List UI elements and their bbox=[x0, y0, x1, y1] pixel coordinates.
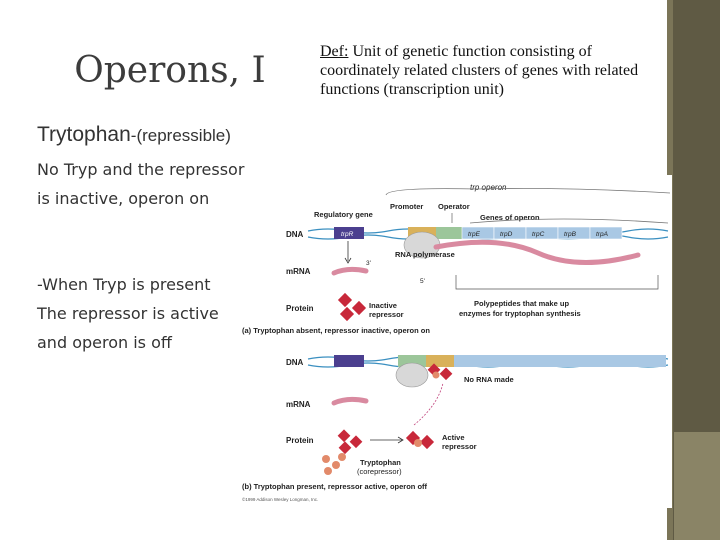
mrna-label-b: mRNA bbox=[286, 400, 311, 409]
protein-label-b: Protein bbox=[286, 436, 314, 445]
note-line-3: -When Tryp is present bbox=[37, 275, 211, 294]
polypeptides-label-2: enzymes for tryptophan synthesis bbox=[459, 309, 581, 318]
dna-label-b: DNA bbox=[286, 358, 304, 367]
operator-label: Operator bbox=[438, 202, 470, 211]
genes-bracket bbox=[469, 218, 669, 224]
active-repressor-label-2: repressor bbox=[442, 442, 477, 451]
inactive-repressor-label-2: repressor bbox=[369, 310, 404, 319]
mrna-label-a: mRNA bbox=[286, 267, 311, 276]
operator-box-b bbox=[426, 355, 454, 367]
gene-label-trpC: trpC bbox=[532, 231, 545, 238]
note-line-4: The repressor is active bbox=[37, 304, 219, 323]
trp-operon-label: trp operon bbox=[470, 183, 507, 192]
dna-label-a: DNA bbox=[286, 230, 304, 239]
inactive-repressor-label-1: Inactive bbox=[369, 301, 397, 310]
trp-operon-diagram: trp operon Promoter Operator Regulatory … bbox=[242, 183, 671, 502]
genes-of-operon-label: Genes of operon bbox=[480, 213, 540, 222]
gene-label-trpA: trpA bbox=[596, 231, 608, 238]
polypeptide-arrows-bar bbox=[455, 275, 659, 290]
subtitle-main: Trytophan bbox=[37, 123, 131, 146]
operator-box-a bbox=[436, 227, 462, 239]
rna-polymerase-b bbox=[395, 362, 429, 388]
repressor-binding-arrow bbox=[413, 382, 444, 426]
genes-box-b bbox=[454, 355, 666, 367]
note-line-2: is inactive, operon on bbox=[37, 189, 210, 208]
caption-a: (a) Tryptophan absent, repressor inactiv… bbox=[242, 326, 430, 335]
active-repressor-shape bbox=[405, 430, 435, 450]
arrowhead-to-active-repressor bbox=[397, 436, 404, 444]
gene-label-trpR: trpR bbox=[341, 231, 354, 238]
gene-label-trpD: trpD bbox=[500, 231, 513, 238]
trpR-mrna-a bbox=[331, 266, 369, 276]
tryptophan-molecules bbox=[322, 453, 346, 475]
gene-box-trpA bbox=[589, 226, 623, 240]
note-line-1: No Tryp and the repressor bbox=[37, 160, 245, 179]
gene-label-trpB: trpB bbox=[564, 231, 577, 238]
subtitle-suffix: -(repressible) bbox=[130, 126, 231, 145]
promoter-label: Promoter bbox=[390, 202, 423, 211]
copyright-label: ©1999 Addison Wesley Longman, Inc. bbox=[242, 496, 318, 502]
trpR-box-b bbox=[334, 355, 364, 367]
protein-label-a: Protein bbox=[286, 304, 314, 313]
slide-title: Operons, I bbox=[74, 50, 266, 91]
polypeptides-label-1: Polypeptides that make up bbox=[474, 299, 569, 308]
tryptophan-label-2: (corepressor) bbox=[357, 467, 402, 476]
five-prime-label-a: 5' bbox=[420, 278, 425, 285]
mrna-transcript-a bbox=[433, 239, 641, 266]
tryptophan-label-1: Tryptophan bbox=[360, 458, 401, 467]
sidebar-block bbox=[674, 432, 720, 540]
rna-polymerase-label: RNA polymerase bbox=[395, 250, 455, 259]
active-repressor-on-operator bbox=[427, 363, 453, 381]
active-repressor-label-1: Active bbox=[442, 433, 465, 442]
no-rna-made-label: No RNA made bbox=[464, 375, 514, 384]
gene-box-trpR bbox=[334, 227, 364, 239]
inactive-repressor-b bbox=[337, 429, 363, 455]
definition-term: Def: bbox=[320, 43, 349, 60]
arrowhead-dna-to-mrna-a bbox=[344, 257, 352, 264]
definition-text: Def: Unit of genetic function consisting… bbox=[320, 42, 665, 99]
regulatory-gene-label: Regulatory gene bbox=[314, 210, 373, 219]
three-prime-label-a: 3' bbox=[366, 260, 371, 267]
gene-label-trpE: trpE bbox=[468, 231, 481, 238]
operon-bracket bbox=[385, 188, 671, 196]
trp-operon-figure: trp operon Promoter Operator Regulatory … bbox=[238, 175, 672, 508]
caption-b: (b) Tryptophan present, repressor active… bbox=[242, 482, 428, 491]
trpR-mrna-b bbox=[331, 396, 369, 406]
note-line-5: and operon is off bbox=[37, 333, 172, 352]
definition-body: Unit of genetic function consisting of c… bbox=[320, 43, 639, 98]
subtitle: Trytophan-(repressible) bbox=[37, 123, 231, 147]
inactive-repressor-shape bbox=[337, 292, 367, 322]
